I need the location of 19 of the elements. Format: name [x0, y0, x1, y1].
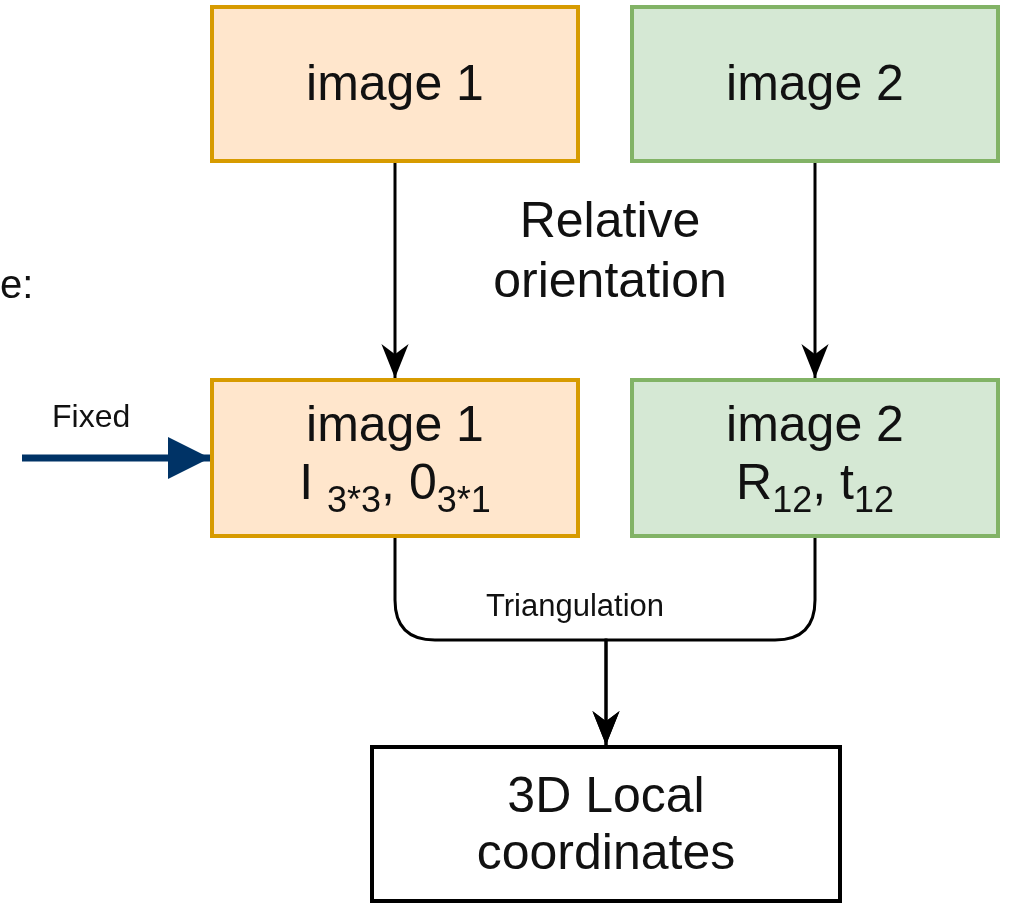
- arrow: [801, 163, 829, 378]
- process-box: [210, 5, 580, 163]
- node-text: image 1: [306, 55, 484, 113]
- edge-label: Fixed: [52, 398, 131, 435]
- node-text: image 2: [726, 55, 904, 113]
- arrow: [592, 538, 817, 745]
- arrow: [381, 163, 409, 378]
- process-box: [630, 378, 1000, 538]
- result-box: [370, 745, 842, 903]
- edge-label: Triangulation: [486, 588, 665, 624]
- node-text: image 2: [726, 396, 904, 454]
- process-box: [630, 5, 1000, 163]
- node-text: 3D Local coordinates: [475, 766, 737, 882]
- process-box: [210, 378, 580, 538]
- node-text: image 1: [306, 396, 484, 454]
- text-label: e:: [0, 262, 34, 307]
- node-text: R$_{12}$, t$_{12}$: [736, 453, 894, 520]
- node-text: I $_{3*3}$, 0$_{3*1}$: [299, 453, 491, 520]
- text-label: Relative orientation: [492, 191, 728, 310]
